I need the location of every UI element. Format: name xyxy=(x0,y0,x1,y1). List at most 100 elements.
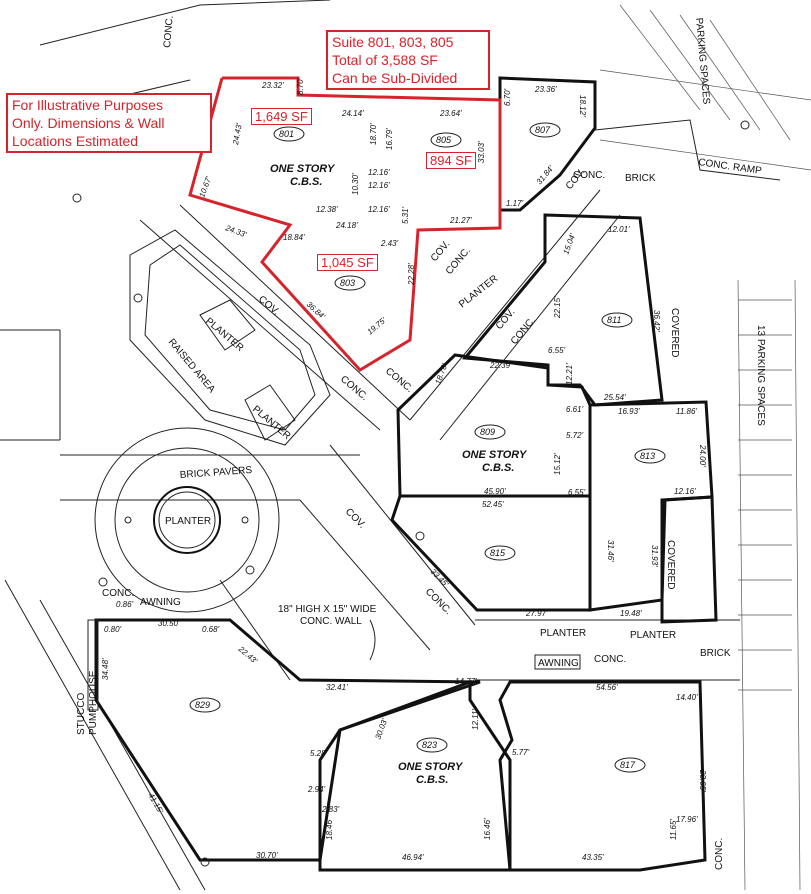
unit-809: 809 xyxy=(480,427,495,437)
dim-1-17: 1.17' xyxy=(506,199,524,208)
dim-27-97: 27.97' xyxy=(525,609,548,618)
dim-12-21: 12.21' xyxy=(565,363,574,385)
covered-label-1: COVERED xyxy=(669,308,680,357)
covered-label-2: COVERED xyxy=(665,540,676,589)
building-labels: ONE STORY C.B.S. ONE STORY C.B.S. ONE ST… xyxy=(270,163,528,786)
stucco-label: STUCCO xyxy=(76,693,87,735)
thirteen-parking-label: 13 PARKING SPACES xyxy=(755,325,766,426)
dim-18-76: 18.76' xyxy=(433,362,449,386)
dim-12-16-a: 12.16' xyxy=(368,168,390,177)
disclaimer-callout: For Illustrative Purposes Only. Dimensio… xyxy=(6,93,212,153)
dim-2-94: 2.94' xyxy=(307,785,326,794)
awning-label-2: AWNING xyxy=(538,658,579,669)
conc-label-awning: CONC. xyxy=(102,588,134,599)
unit-803: 803 xyxy=(340,278,355,288)
dim-23-65: 23.65' xyxy=(698,769,707,792)
planter-circle-label: PLANTER xyxy=(165,516,211,527)
dim-31-93: 31.93' xyxy=(650,545,659,567)
dim-8-70: 8.70' xyxy=(296,77,305,95)
unit-817: 817 xyxy=(620,760,636,770)
dim-15-04: 15.04' xyxy=(561,232,577,256)
dim-52-45: 52.45' xyxy=(482,500,504,509)
suite-outline-red xyxy=(188,76,502,372)
brick-label-bottom: BRICK xyxy=(700,648,731,659)
dim-45-90: 45.90' xyxy=(484,487,506,496)
dim-10-67: 10.67' xyxy=(197,175,213,199)
conc-label-3: CONC. xyxy=(573,170,605,181)
conc-label-2: CONC. xyxy=(383,366,415,395)
dim-33-45: 33.45' xyxy=(429,567,451,589)
dim-12-11: 12.11' xyxy=(471,709,480,730)
dim-31-46: 31.46' xyxy=(606,540,615,562)
sf-803-label: 1,045 SF xyxy=(317,254,378,271)
parking-lines-right xyxy=(737,279,801,891)
dim-34-48: 34.48' xyxy=(101,658,110,680)
planter-label-4: PLANTER xyxy=(540,628,586,639)
dim-2-43: 2.43' xyxy=(380,239,399,248)
one-story-label-823: ONE STORY xyxy=(398,761,464,773)
unit-801: 801 xyxy=(279,129,294,139)
dim-43-35: 43.35' xyxy=(582,853,604,862)
cbs-label-801: C.B.S. xyxy=(290,176,322,188)
conc-label-5: CONC. xyxy=(509,315,538,347)
conc-label-6: CONC. xyxy=(423,586,454,617)
dim-5-72: 5.72' xyxy=(566,431,584,440)
dim-30-03: 30.03' xyxy=(373,717,389,741)
unit-811: 811 xyxy=(607,315,621,325)
dim-24-14: 24.14' xyxy=(341,109,364,118)
unit-numbers: 801 805 803 807 811 809 813 815 829 823 … xyxy=(189,122,666,773)
dim-24-18: 24.18' xyxy=(335,221,358,230)
building-walls xyxy=(94,76,718,872)
cbs-label-809: C.B.S. xyxy=(482,462,514,474)
parking-spaces-top-label: PARKING SPACES xyxy=(693,17,712,105)
dim-2-83: 2.83' xyxy=(321,805,340,814)
brick-pavers-label: BRICK PAVERS xyxy=(179,465,252,481)
cov-label-5: COV. xyxy=(343,506,367,530)
unit-805: 805 xyxy=(436,135,452,145)
dim-0-86: 0.86' xyxy=(116,600,134,609)
dim-5-77: 5.77' xyxy=(512,748,530,757)
unit-829: 829 xyxy=(195,700,210,710)
wall-note-2: CONC. WALL xyxy=(300,616,362,627)
dim-12-38: 12.38' xyxy=(316,205,338,214)
dim-17-96: 17.96' xyxy=(676,815,698,824)
dim-33-03: 33.03' xyxy=(477,141,486,163)
brick-label-top: BRICK xyxy=(625,173,656,184)
dim-22-39: 22.39' xyxy=(489,361,512,370)
dim-5-28: 5.28' xyxy=(310,749,328,758)
pumphouse-label: PUMPHOUSE xyxy=(88,670,99,735)
dim-12-01: 12.01' xyxy=(608,225,630,234)
dim-46-94: 46.94' xyxy=(402,853,424,862)
dim-22-43: 22.43' xyxy=(236,644,259,666)
parking-lines-top xyxy=(599,4,811,171)
dim-30-70: 30.70' xyxy=(256,851,278,860)
conc-label-7: CONC. xyxy=(594,654,626,665)
dim-14-77: 14.77' xyxy=(455,677,477,686)
circular-planter xyxy=(94,427,280,613)
conc-label-bottom: CONC. xyxy=(714,838,725,870)
dim-6-70: 6.70' xyxy=(503,88,512,106)
conc-label-top: CONC. xyxy=(162,15,176,48)
dim-12-16-d: 12.16' xyxy=(674,487,696,496)
dim-16-79: 16.79' xyxy=(385,128,394,150)
wall-note-1: 18" HIGH X 15" WIDE xyxy=(278,604,377,615)
dim-18-12: 18.12' xyxy=(578,95,587,117)
dim-6-85: 6.55' xyxy=(548,346,566,355)
dim-5-31: 5.31' xyxy=(401,206,410,224)
sf-801-label: 1,649 SF xyxy=(251,108,312,125)
raised-area-outline xyxy=(129,229,331,446)
one-story-label-801: ONE STORY xyxy=(270,163,336,175)
dim-11-86: 11.86' xyxy=(676,407,697,416)
dim-16-46: 16.46' xyxy=(483,818,492,840)
dim-6-55: 6.55' xyxy=(568,488,586,497)
unit-815: 815 xyxy=(490,548,506,558)
dim-24-43: 24.43' xyxy=(231,122,244,146)
dim-23-36: 23.36' xyxy=(534,85,557,94)
awning-label-1: AWNING xyxy=(140,597,181,608)
courtyard-walkways xyxy=(60,189,740,681)
cov-label-4: COV. xyxy=(494,307,518,332)
dim-24-33: 24.33' xyxy=(223,223,248,239)
one-story-label-809: ONE STORY xyxy=(462,449,528,461)
cbs-label-823: C.B.S. xyxy=(416,774,448,786)
